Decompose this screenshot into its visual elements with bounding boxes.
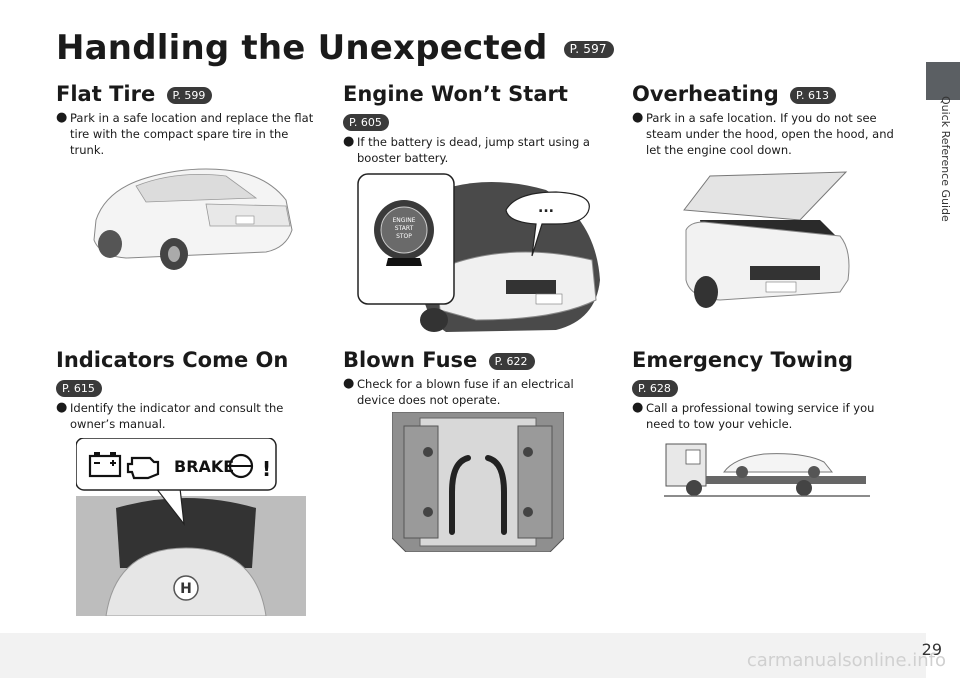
overheating-car-illustration [680, 170, 852, 310]
tow-truck-illustration [664, 436, 870, 500]
engine-button-line-2: START [395, 225, 414, 232]
flat-tire-heading: Flat Tire P. 599 [56, 82, 213, 106]
watermark-text: carmanualsonline.info [746, 650, 946, 671]
engine-ref-text[interactable]: P. 605 [343, 114, 389, 131]
towing-bullet: ● Call a professional towing service if … [632, 400, 894, 432]
overheating-heading-text: Overheating [632, 82, 779, 106]
towing-ref-link[interactable]: P. 628 [632, 378, 678, 397]
check-engine-icon [126, 456, 160, 480]
engine-text: If the battery is dead, jump start using… [357, 135, 590, 165]
flat-tire-heading-text: Flat Tire [56, 82, 156, 106]
bullet-icon: ● [343, 376, 355, 391]
overheating-bullet: ● Park in a safe location. If you do not… [632, 110, 894, 158]
page-title: Handling the Unexpected P. 597 [56, 28, 614, 68]
dashboard-illustration: H BRAKE ! [76, 438, 306, 616]
brake-warning-label: BRAKE [174, 457, 234, 476]
battery-warning-icon [88, 452, 122, 478]
page-title-text: Handling the Unexpected [56, 28, 548, 68]
towing-ref-text[interactable]: P. 628 [632, 380, 678, 397]
overheating-ref-link[interactable]: P. 613 [790, 86, 836, 104]
bullet-icon: ● [343, 134, 355, 149]
flat-tire-ref-link[interactable]: P. 599 [166, 86, 213, 104]
indicators-ref-link[interactable]: P. 615 [56, 378, 102, 397]
blown-fuse-heading-text: Blown Fuse [343, 348, 478, 372]
engine-car-illustration: ENGINE START STOP ... [356, 170, 602, 334]
blown-fuse-text: Check for a blown fuse if an electrical … [357, 377, 574, 407]
blown-fuse-ref-link[interactable]: P. 622 [488, 352, 535, 370]
svg-text:!: ! [262, 457, 271, 481]
overheating-heading: Overheating P. 613 [632, 82, 836, 106]
flat-tire-bullet: ● Park in a safe location and replace th… [56, 110, 326, 158]
page-ref-link[interactable]: P. 597 [563, 41, 614, 58]
overheating-text: Park in a safe location. If you do not s… [646, 111, 894, 157]
engine-button-line-3: STOP [396, 233, 412, 240]
engine-bullet: ● If the battery is dead, jump start usi… [343, 134, 608, 166]
towing-text: Call a professional towing service if yo… [646, 401, 875, 431]
honda-logo-icon: H [180, 581, 192, 597]
engine-ref-link[interactable]: P. 605 [343, 112, 389, 131]
side-tab-marker [926, 62, 960, 100]
indicators-text: Identify the indicator and consult the o… [70, 401, 284, 431]
blown-fuse-heading: Blown Fuse P. 622 [343, 348, 535, 372]
indicators-ref-text[interactable]: P. 615 [56, 380, 102, 397]
flat-tire-car-illustration [86, 160, 298, 272]
page-number: 29 [921, 640, 942, 659]
indicators-bullet: ● Identify the indicator and consult the… [56, 400, 316, 432]
bullet-icon: ● [56, 110, 68, 125]
side-tab-label: Quick Reference Guide [939, 96, 952, 222]
engine-heading: Engine Won’t Start [343, 82, 568, 106]
page-footer-band [0, 633, 926, 678]
power-steering-warning-icon: ! [228, 453, 271, 481]
speech-bubble-text: ... [538, 200, 554, 216]
bullet-icon: ● [632, 110, 644, 125]
bullet-icon: ● [56, 400, 68, 415]
blown-fuse-bullet: ● Check for a blown fuse if an electrica… [343, 376, 608, 408]
towing-heading: Emergency Towing [632, 348, 854, 372]
indicators-heading: Indicators Come On [56, 348, 289, 372]
engine-button-line-1: ENGINE [393, 217, 416, 224]
bullet-icon: ● [632, 400, 644, 415]
flat-tire-text: Park in a safe location and replace the … [70, 111, 314, 157]
blown-fuse-illustration [392, 412, 564, 552]
